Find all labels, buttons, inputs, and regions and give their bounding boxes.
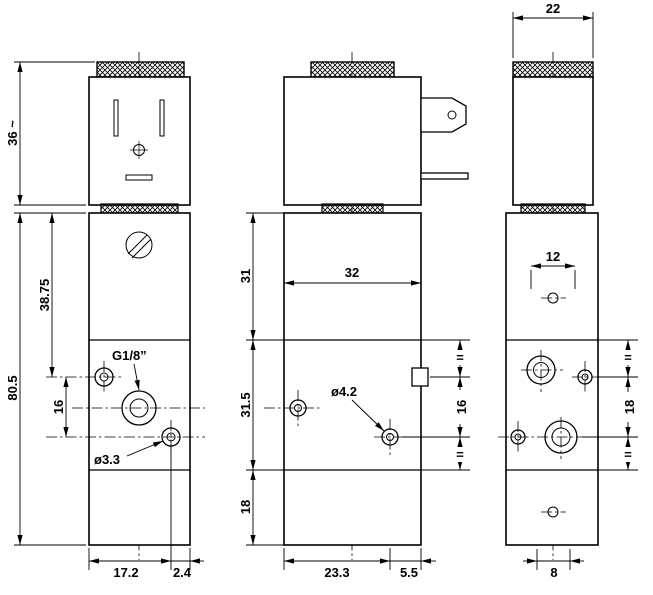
front-knurled-ring xyxy=(100,203,179,214)
text-mask xyxy=(452,350,468,365)
connector-slot-left xyxy=(113,99,119,137)
end-knurled-ring xyxy=(520,203,586,214)
dim-text-coil-height: 36 ~ xyxy=(5,120,20,146)
eq-mark-bottom: = xyxy=(456,447,464,462)
dim-text-edge: 2.4 xyxy=(173,565,192,580)
text-mask xyxy=(452,447,468,462)
front-valve-body xyxy=(88,212,191,546)
end-knurled-cap xyxy=(512,61,594,78)
dim-text-body-width: 32 xyxy=(345,265,359,280)
side-valve-body xyxy=(283,212,422,546)
terminal-hole xyxy=(447,110,457,120)
screw-head xyxy=(125,231,153,259)
connector-slot-horizontal xyxy=(125,174,153,181)
dim-text-hole-spacing: 16 xyxy=(454,400,469,414)
screw-slot xyxy=(131,238,152,259)
end-coil-body xyxy=(512,76,594,206)
screw-slot xyxy=(127,234,148,255)
leader-line xyxy=(351,399,385,432)
dim-text-hole-offset: 12 xyxy=(546,249,560,264)
dim-text-body-height: 80.5 xyxy=(5,375,20,400)
port-main-bore xyxy=(129,398,149,418)
label-thread-size: G1/8” xyxy=(112,348,147,363)
dim-text-edge: 5.5 xyxy=(400,565,418,580)
label-hole-diameter: ø4.2 xyxy=(331,384,357,399)
side-view: 31 32 31.5 18 = 16 = 23.3 5.5 ø4.2 xyxy=(238,52,470,580)
leader-line xyxy=(126,440,164,457)
terminal-blade-edge xyxy=(420,172,469,180)
end-view: 22 12 = 18 = 8 xyxy=(498,1,638,580)
front-knurled-cap xyxy=(96,61,185,78)
side-coil-body xyxy=(283,76,422,206)
front-connector-body xyxy=(88,76,191,206)
eq-mark-bottom: = xyxy=(624,447,632,462)
dim-text-port-offset: 38.75 xyxy=(37,279,52,312)
dim-text-hole-spacing: 18 xyxy=(622,400,637,414)
connector-slot-right xyxy=(159,99,165,137)
leader-line xyxy=(133,363,140,391)
dim-text-width: 17.2 xyxy=(113,565,138,580)
label-hole-diameter: ø3.3 xyxy=(94,452,120,467)
dim-text-bottom-spacing: 8 xyxy=(550,565,557,580)
dim-text-section-mid: 31.5 xyxy=(238,392,253,417)
text-mask xyxy=(619,392,636,422)
text-mask xyxy=(451,390,468,424)
spade-terminal xyxy=(420,97,467,133)
dim-text-section-top: 31 xyxy=(238,269,253,283)
dim-text-port-spacing: 16 xyxy=(51,400,66,414)
side-port-boss xyxy=(411,367,429,387)
text-mask xyxy=(620,447,636,462)
side-knurled-cap xyxy=(310,61,395,78)
side-knurled-ring xyxy=(321,203,384,214)
front-view: 36 ~ 80.5 38.75 16 17.2 2.4 G1/8” ø3.3 xyxy=(5,52,205,580)
text-mask xyxy=(620,350,636,365)
eq-mark-top: = xyxy=(624,350,632,365)
dim-text-width: 22 xyxy=(546,1,560,16)
dim-text-section-bottom: 18 xyxy=(238,500,253,514)
eq-mark-top: = xyxy=(456,350,464,365)
dim-text-depth: 23.3 xyxy=(324,565,349,580)
